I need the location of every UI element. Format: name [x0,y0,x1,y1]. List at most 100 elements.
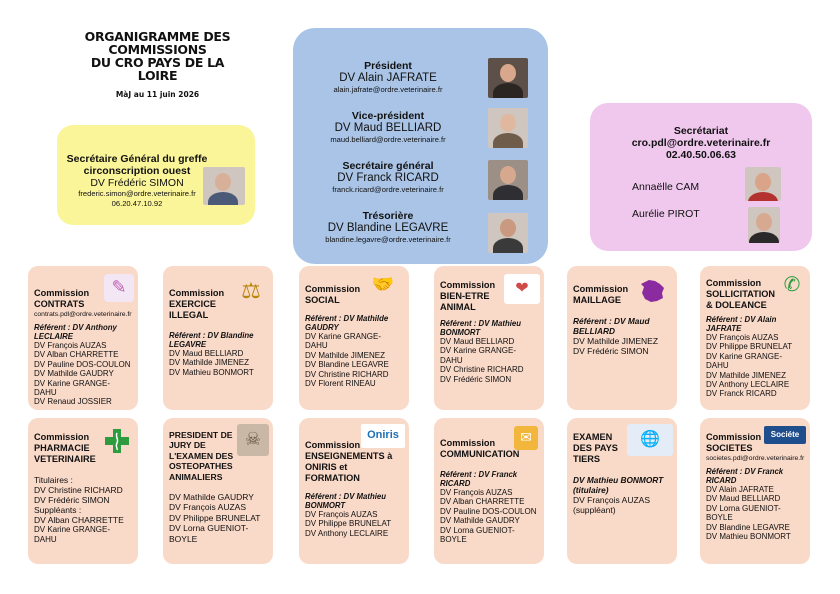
social-ref-2: GAUDRY [305,323,339,332]
contrats-member: DV Mathilde GAUDRY [34,369,114,379]
examen-ref-1: DV Mathieu BONMORT [573,475,664,485]
secretariat-box: Secrétariat cro.pdl@ordre.veterinaire.fr… [590,103,812,251]
enseignement-member: DV François AUZAS [305,510,378,519]
enseignement-member: DV Philippe BRUNELAT [305,519,392,529]
social-member: DV Mathilde JIMENEZ [305,350,386,360]
greffe-role-2: circonscription ouest [83,165,191,177]
mail-icon: ✉ [514,426,538,450]
card-maillage: Commission MAILLAGE Référent : DV Maud B… [567,266,677,410]
maillage-t2: MAILLAGE [573,295,621,305]
secretaire-general-block: Secrétaire général DV Franck RICARD fran… [293,160,483,195]
card-pharmacie-veterinaire: Commission PHARMACIE VETERINAIRE Titulai… [28,418,138,564]
bienetre-t1: Commission [440,280,496,290]
title-line-3: DU CRO PAYS DE LA LOIRE [90,55,225,83]
contrats-ref-2: LECLAIRE [34,332,73,341]
enseignement-t4: FORMATION [305,473,360,483]
contrats-member: DV Pauline DOS-COULON [34,359,131,369]
enseignement-t3: ONIRIS et [305,462,348,472]
societes-t2: SOCIETES [706,443,753,453]
greffe-photo [203,167,245,205]
exercice-t1: Commission [169,288,225,298]
exercice-t2: EXERCICE [169,299,216,309]
secretariat-photo-1 [745,167,781,201]
document-title: ORGANIGRAMME DES COMMISSIONS DU CRO PAYS… [70,30,245,99]
communication-ref-2: RICARD [440,479,471,488]
vice-president-photo [488,108,528,148]
bienetre-t3: ANIMAL [440,302,476,312]
contrats-member: DV Renaud JOSSIER [34,397,112,407]
societes-t1: Commission [706,432,762,442]
societes-member: DV Maud BELLIARD [706,494,781,504]
communication-member: DV Lorna GUENIOT-BOYLE [440,525,515,545]
world-exam-icon: 🌐 [627,424,673,456]
social-t2: SOCIAL [305,295,340,305]
sollicitation-t2: SOLLICITATION [706,289,776,299]
role-president: Président [364,60,412,72]
contrats-email: contrats.pdl@ordre.veterinaire.fr [34,311,132,318]
secretariat-person-2: Aurélie PIROT [632,208,700,220]
contrats-ref-1: Référent : DV Anthony [34,323,117,332]
communication-t1: Commission [440,438,496,448]
greffe-name: DV Frédéric SIMON [90,177,184,189]
bienetre-member: DV Karine GRANGE-DAHU [440,346,517,365]
enseignement-t1: Commission [305,440,361,450]
enseignement-member: DV Anthony LECLAIRE [305,528,389,538]
contrats-member: DV Karine GRANGE-DAHU [34,378,111,398]
examen-member: DV François AUZAS [573,495,650,505]
handshake-icon: 🤝 [371,274,395,295]
exercice-ref-1: Référent : DV Blandine [169,331,254,340]
greffe-email: frederic.simon@ordre.veterinaire.fr [78,189,196,198]
phone-icon: ✆ [783,274,801,297]
role-tresoriere: Trésorière [362,210,414,222]
secretariat-person-1: Annaëlle CAM [632,181,700,193]
pharmacie-suppleant: DV Alban CHARRETTE [34,515,124,525]
email-tresoriere: blandine.legavre@ordre.veterinaire.fr [325,235,451,244]
examen-ref-2: (titulaire) [573,485,609,495]
jury-t2: JURY DE [169,440,206,451]
greffe-phone: 06.20.47.10.92 [111,199,163,208]
social-member: DV Christine RICHARD [305,369,389,379]
jury-member: BOYLE [169,533,198,544]
tresoriere-photo [488,213,528,253]
secretaire-general-photo [488,160,528,200]
name-tresoriere: DV Blandine LEGAVRE [327,222,449,234]
communication-member: DV Mathilde GAUDRY [440,516,520,526]
pharmacie-t1: Commission [34,432,90,442]
exercice-member: DV Mathieu BONMORT [169,367,254,377]
pharmacy-cross-icon [102,426,132,456]
pharmacie-suppleant: DV Karine GRANGE-DAHU [34,525,111,544]
societes-member: DV Blandine LEGAVRE [706,522,790,532]
exercice-member: DV Mathilde JIMENEZ [169,358,250,368]
communication-ref-1: Référent : DV Franck [440,470,518,479]
contrats-member: DV François AUZAS [34,341,107,350]
pharmacie-t2: PHARMACIE [34,443,90,453]
pharmacie-titulaire: DV Christine RICHARD [34,485,123,495]
pharmacie-t3: VETERINAIRE [34,454,96,464]
sollicitation-member: DV Philippe BRUNELAT [706,342,793,352]
societes-ref-2: RICARD [706,476,737,485]
exercice-member: DV Maud BELLIARD [169,349,244,358]
jury-member: DV Lorna GUENIOT- [169,523,249,534]
title-line-2: COMMISSIONS [108,42,207,57]
tresoriere-block: Trésorière DV Blandine LEGAVRE blandine.… [293,210,483,245]
card-jury-osteopathes: PRESIDENT DE JURY DE L'EXAMEN DES OSTEOP… [163,418,273,564]
social-member: DV Blandine LEGAVRE [305,360,389,370]
card-contrats: Commission CONTRATS contrats.pdl@ordre.v… [28,266,138,410]
jury-t4: OSTEOPATHES [169,461,233,472]
enseignement-ref-2: BONMORT [305,501,346,510]
bienetre-t2: BIEN-ETRE [440,291,490,301]
card-communication: Commission COMMUNICATION Référent : DV F… [434,418,544,564]
sollicitation-ref-1: Référent : DV Alain JAFRATE [706,315,777,333]
bienetre-ref-1: Référent : DV Mathieu [440,319,522,328]
greffe-text: Secrétaire Général du greffe circonscrip… [63,153,211,209]
secretariat-photo-2 [748,207,780,243]
maillage-ref-1: Référent : DV Maud [573,316,650,326]
sollicitation-member: DV Karine GRANGE-DAHU [706,351,783,371]
bienetre-ref-2: BONMORT [440,328,481,337]
enseignement-ref-1: Référent : DV Mathieu [305,492,387,501]
secretariat-title: Secrétariat [673,125,729,137]
email-president: alain.jafrate@ordre.veterinaire.fr [333,85,443,94]
examen-member: (suppléant) [573,505,616,515]
maillage-t1: Commission [573,284,629,294]
enseignement-t2: ENSEIGNEMENTS à [305,451,393,461]
